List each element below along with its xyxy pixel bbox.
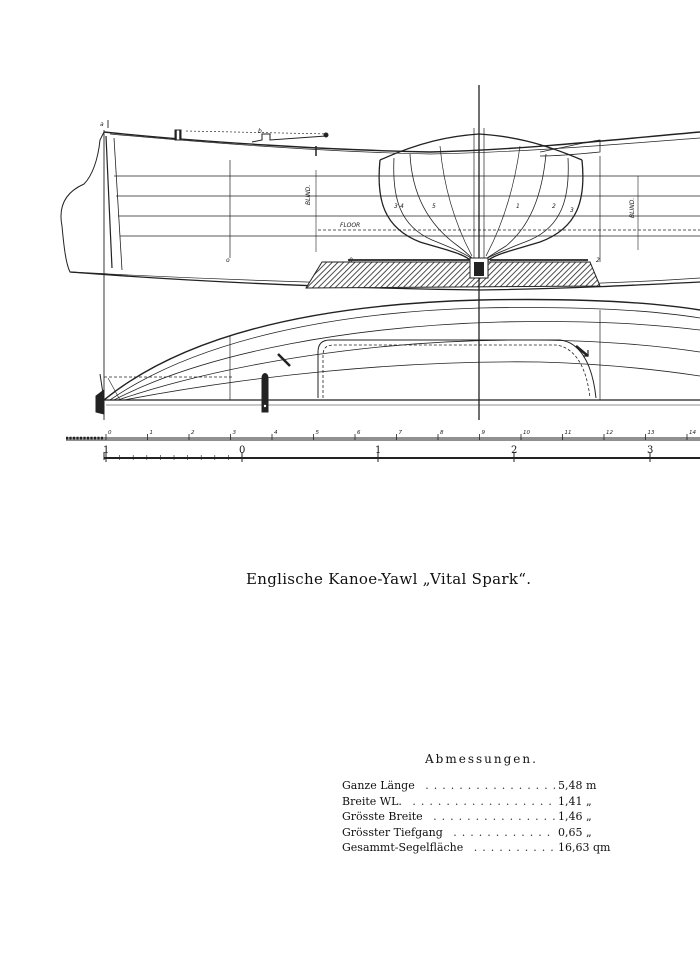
- scale-small-label: 6: [357, 430, 361, 436]
- scale-big-label: 2: [511, 445, 517, 456]
- body-plan: [378, 85, 584, 420]
- scale-small-label: 4: [274, 430, 278, 436]
- scale-small-label: 7: [399, 430, 403, 436]
- scale-small-label: 3: [233, 430, 237, 436]
- label-station-left: o: [226, 257, 230, 264]
- label-blind-fwd: BLIND.: [629, 198, 636, 218]
- dimension-name: Breite WL.: [342, 794, 404, 808]
- plan-view: [95, 120, 700, 420]
- scale-small-label: 14: [689, 430, 696, 436]
- label-floor: FLOOR: [340, 222, 360, 229]
- scale-big-label: 0: [239, 445, 245, 456]
- label-section-right-3: 3: [570, 207, 574, 214]
- leader-dots: Ganze Länge ............................…: [342, 779, 555, 792]
- scale-small-label: 8: [440, 430, 444, 436]
- scale-big-label: 1: [375, 445, 381, 456]
- dimensions-table: Ganze Länge ............................…: [342, 779, 622, 857]
- drawing-caption: Englische Kanoe-Yawl „Vital Spark“.: [246, 570, 532, 588]
- label-a: a: [100, 121, 104, 128]
- label-station-right: 2: [596, 257, 600, 264]
- dimension-row: Gesammt-Segelfläche ....................…: [342, 841, 622, 857]
- dimension-name: Gesammt-Segelfläche: [342, 841, 466, 854]
- dimension-value: 5,48 m: [558, 779, 597, 792]
- label-station-mid: 0: [349, 257, 353, 264]
- dimension-value: 1,46 „: [558, 810, 592, 823]
- dimension-row: Grösste Breite .........................…: [342, 810, 622, 826]
- scale-small-label: 5: [316, 430, 320, 436]
- ballast-keel: [305, 261, 601, 289]
- scale-big-label: 1: [103, 445, 109, 456]
- cockpit-coaming: [317, 339, 597, 399]
- sheer-line: [103, 131, 700, 153]
- scale-small-label: 1: [150, 430, 154, 436]
- scale-big-labels: 1 0 1 2 3: [103, 445, 653, 456]
- dimension-row: Grösster Tiefgang ......................…: [342, 825, 622, 842]
- label-blind-aft: BLIND.: [305, 185, 312, 205]
- label-section-right-2: 2: [552, 203, 556, 210]
- label-section-left-1: 3: [394, 203, 398, 210]
- leader-dots: Gesammt-Segelfläche ....................…: [342, 841, 555, 854]
- keel-line: [69, 271, 700, 291]
- deck-outline: [103, 298, 700, 401]
- dimension-row: Ganze Länge ............................…: [342, 779, 622, 795]
- scale-bars: [66, 434, 700, 462]
- label-section-right-1: 1: [516, 203, 520, 210]
- scale-small-label: 2: [191, 430, 195, 436]
- dimension-value: 0,65 „: [558, 825, 592, 839]
- scale-small-label: 0: [108, 430, 112, 436]
- drawing-labels: a b BLIND. BLIND. FLOOR 3 4 5 1 2 3 o 0 …: [100, 121, 636, 264]
- dimension-name: Grösste Breite: [342, 810, 425, 823]
- leader-dots: Grösster Tiefgang ......................…: [342, 825, 555, 839]
- dimension-value: 16,63 qm: [558, 841, 611, 854]
- leader-dots: Grösste Breite .........................…: [342, 810, 555, 823]
- dimension-name: Grösster Tiefgang: [342, 825, 445, 839]
- label-section-left-2: 4: [400, 203, 404, 210]
- dimensions-title: Abmessungen.: [425, 752, 538, 766]
- dimension-row: Breite WL. .............................…: [342, 794, 622, 811]
- scale-big-label: 3: [647, 445, 653, 456]
- scale-small-label: 12: [606, 430, 613, 436]
- dimension-value: 1,41 „: [558, 794, 592, 808]
- canoe-yawl-lines-plan: a b BLIND. BLIND. FLOOR 3 4 5 1 2 3 o 0 …: [60, 85, 700, 462]
- scale-small-label: 9: [482, 430, 486, 436]
- scale-small-label: 13: [648, 430, 655, 436]
- label-b: b: [258, 128, 262, 135]
- profile-view: [60, 129, 700, 291]
- label-section-left-3: 5: [432, 203, 436, 210]
- leader-dots: Breite WL. .............................…: [342, 794, 555, 808]
- scale-small-label: 11: [565, 430, 572, 436]
- dimension-name: Ganze Länge: [342, 779, 417, 792]
- scale-small-label: 10: [523, 430, 530, 436]
- rudder-outline: [60, 131, 109, 275]
